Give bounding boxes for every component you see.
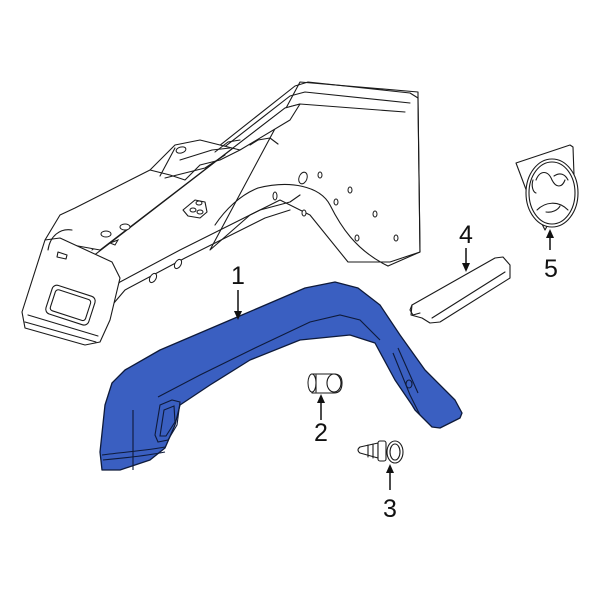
fender-panel xyxy=(21,81,421,346)
callout-number-1: 1 xyxy=(231,262,245,290)
grommet-part-2[interactable] xyxy=(307,373,343,394)
fender-flare-part-1[interactable] xyxy=(99,281,463,471)
callout-number-4: 4 xyxy=(459,221,473,249)
callout-number-5: 5 xyxy=(544,255,558,283)
callout-number-2: 2 xyxy=(314,419,328,447)
callout-5: 5 xyxy=(544,229,558,283)
fender-flare-body[interactable] xyxy=(99,281,463,471)
trim-part-4[interactable] xyxy=(409,256,511,324)
screw-part-3[interactable] xyxy=(357,440,404,464)
callout-3: 3 xyxy=(383,464,397,523)
callout-4: 4 xyxy=(459,221,473,272)
callout-number-3: 3 xyxy=(383,495,397,523)
lamp-part-5[interactable] xyxy=(515,144,579,231)
callout-1: 1 xyxy=(231,262,245,320)
callout-2: 2 xyxy=(314,394,328,447)
